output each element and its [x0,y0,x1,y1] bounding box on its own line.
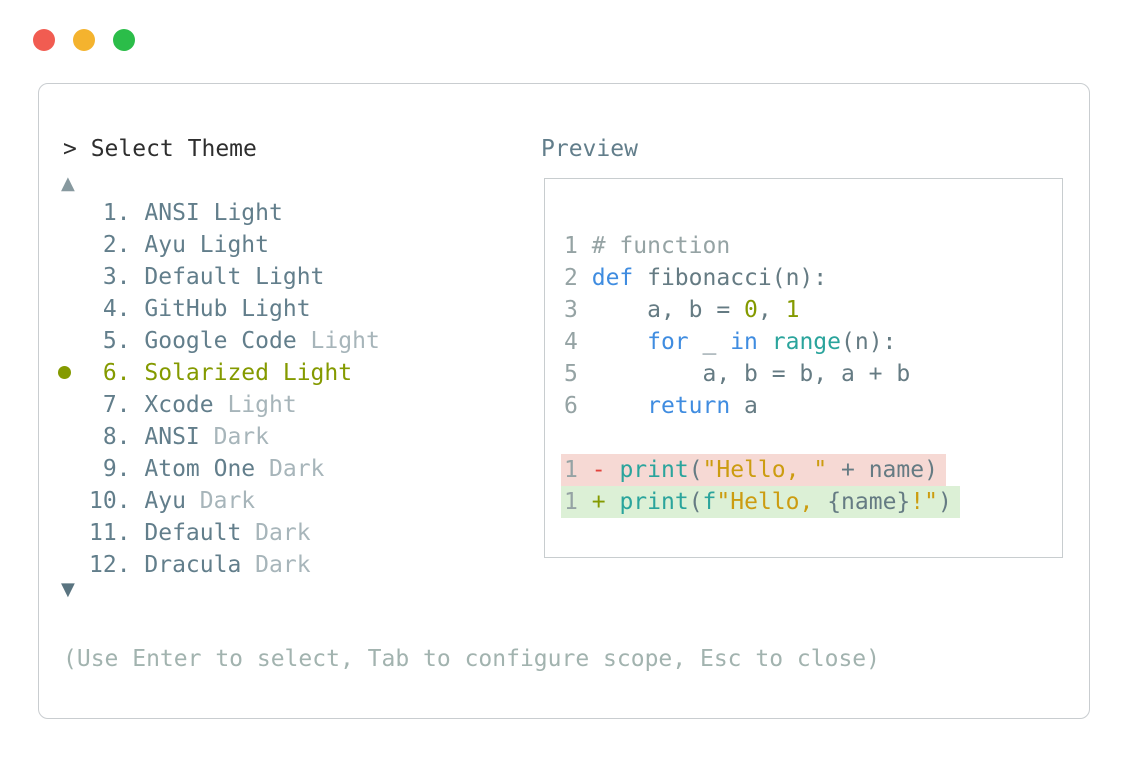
theme-item-variant-label: Dark [255,456,325,482]
theme-item-label: Default Light [144,264,325,290]
theme-item-atom-one-dark[interactable]: 9. Atom One Dark [89,453,380,485]
window-traffic-lights [33,29,135,51]
theme-item-variant-label: Light [213,392,297,418]
line-number: 1 [564,489,578,515]
theme-item-default-light[interactable]: 3. Default Light [89,261,380,293]
theme-item-variant-label: Light [296,328,380,354]
theme-list: 1. ANSI Light 2. Ayu Light 3. Default Light 4.… [89,197,380,581]
scroll-down-icon[interactable]: ▼ [61,579,75,600]
theme-item-variant-label: Dark [199,424,270,450]
theme-item-xcode-light[interactable]: 7. Xcode Light [89,389,380,421]
theme-item-ayu-light[interactable]: 2. Ayu Light [89,229,380,261]
scroll-up-icon[interactable]: ▲ [61,173,75,194]
theme-item-variant-label: Dark [241,520,311,546]
theme-item-number: 10. [89,488,131,514]
theme-item-label: Ayu [144,488,186,514]
theme-item-label: Xcode [144,392,214,418]
theme-item-number: 7. [102,392,131,418]
theme-item-label: Atom One [144,456,256,482]
theme-item-number: 1. [102,200,131,226]
theme-item-label: ANSI [144,424,200,450]
theme-item-variant-label: Dark [185,488,256,514]
theme-item-label: Default [144,520,242,546]
theme-item-number: 8. [102,424,131,450]
theme-item-number: 2. [102,232,131,258]
theme-item-ansi-dark[interactable]: 8. ANSI Dark [89,421,380,453]
theme-item-variant-label: Dark [241,552,311,578]
line-number: 2 [564,265,578,291]
theme-item-default-dark[interactable]: 11. Default Dark [89,517,380,549]
theme-item-ayu-dark[interactable]: 10. Ayu Dark [89,485,380,517]
theme-item-number: 3. [102,264,131,290]
theme-item-github-light[interactable]: 4. GitHub Light [89,293,380,325]
maximize-button[interactable] [113,29,135,51]
line-number: 5 [564,361,578,387]
theme-selector-panel: > Select Theme Preview ▲ 1. ANSI Light 2. A… [38,83,1090,719]
line-number: 1 [564,233,578,259]
diff-line-added: 1 + print(f"Hello, {name}!") [561,486,960,518]
code-line: 4 for _ in range(n): [564,329,897,355]
theme-item-label: Google Code [144,328,297,354]
selected-item-bullet-icon [58,366,71,379]
code-line: 6 return a [564,393,758,419]
theme-item-label: Solarized Light [144,360,353,386]
theme-item-label: GitHub Light [144,296,311,322]
diff-line-removed: 1 - print("Hello, " + name) [561,454,960,486]
theme-item-number: 12. [89,552,131,578]
code-preview-box: 1 # function 2 def fibonacci(n): 3 a, b = … [544,178,1063,558]
code-preview: 1 # function 2 def fibonacci(n): 3 a, b = … [561,230,960,518]
code-line: 2 def fibonacci(n): [564,265,828,291]
theme-item-solarized-light[interactable]: 6. Solarized Light [89,357,380,389]
minimize-button[interactable] [73,29,95,51]
theme-item-number: 6. [102,360,131,386]
line-number: 4 [564,329,578,355]
theme-item-number: 11. [89,520,131,546]
close-button[interactable] [33,29,55,51]
preview-heading: Preview [541,136,638,162]
theme-item-ansi-light[interactable]: 1. ANSI Light [89,197,380,229]
theme-item-number: 5. [102,328,131,354]
theme-item-dracula-dark[interactable]: 12. Dracula Dark [89,549,380,581]
code-blank-line [564,422,960,454]
theme-item-label: Ayu Light [144,232,269,258]
select-theme-prompt: > Select Theme [63,136,257,162]
theme-item-google-code-light[interactable]: 5. Google Code Light [89,325,380,357]
theme-item-number: 9. [102,456,131,482]
line-number: 3 [564,297,578,323]
theme-item-label: ANSI Light [144,200,283,226]
theme-item-label: Dracula [144,552,242,578]
line-number: 1 [564,457,578,483]
theme-item-number: 4. [102,296,131,322]
code-line: 5 a, b = b, a + b [564,361,911,387]
code-line: 3 a, b = 0, 1 [564,297,800,323]
line-number: 6 [564,393,578,419]
code-line: 1 # function [564,233,731,259]
keyboard-hint: (Use Enter to select, Tab to configure s… [63,646,880,672]
